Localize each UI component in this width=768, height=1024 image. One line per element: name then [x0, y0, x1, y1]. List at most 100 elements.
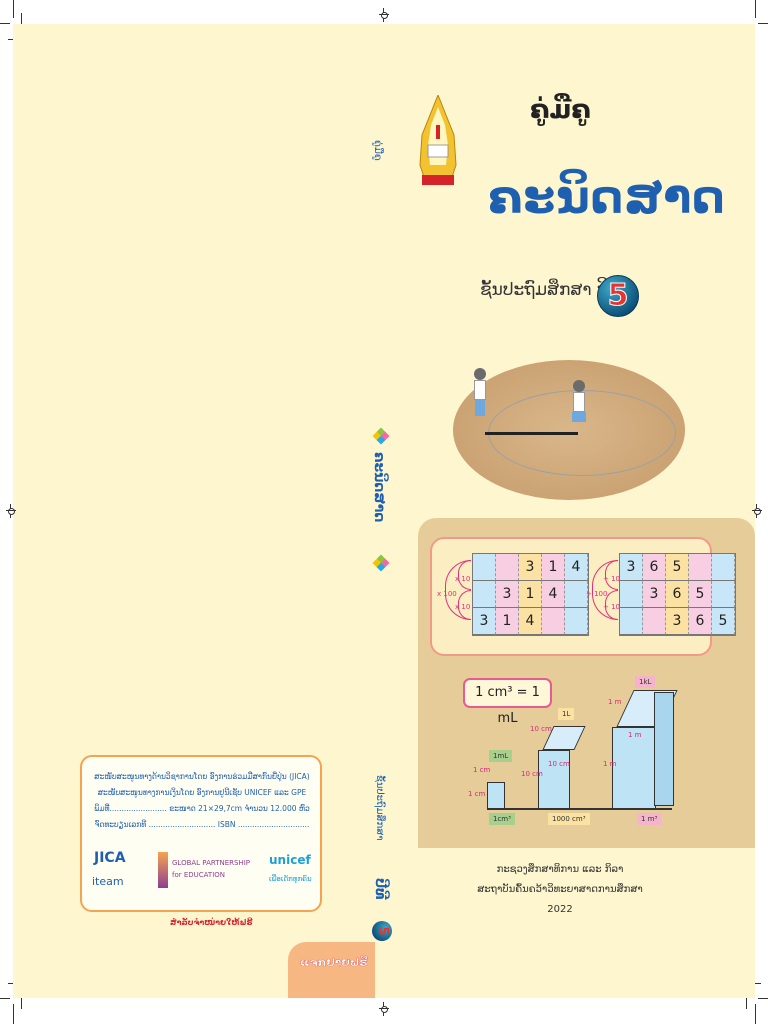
info-line-technical-support: ສະໜັບສະໜູນທາງດ້ານວິຊາການໂດຍ ອົງການຮ່ວມມື… — [94, 772, 310, 781]
dimension-label: 1 m — [628, 731, 642, 739]
grid-cell: 4 — [565, 554, 588, 581]
crop-mark — [13, 1004, 14, 1024]
cube-10cm — [538, 750, 570, 810]
grid-cell — [496, 554, 519, 581]
cube-top-label: 1mL — [489, 750, 513, 762]
grid-cell — [643, 608, 666, 635]
grid-cell: 4 — [519, 608, 542, 635]
grid-cell: 6 — [643, 554, 666, 581]
iteam-logo: iteam — [92, 875, 124, 888]
info-line-print-details: ພິມທີ່........................ ຂະໜາດ 21×… — [94, 804, 310, 813]
unicef-logo: unicef — [269, 853, 311, 867]
grid-cell — [565, 581, 588, 608]
crop-mark — [755, 0, 756, 18]
unicef-tagline: ເພື່ອເດັກທຸກຄົນ — [269, 875, 312, 883]
volume-formula: 1 cm³ = 1 mL — [463, 678, 552, 726]
crop-mark — [13, 0, 14, 18]
cube-1m-side — [654, 692, 674, 806]
dimension-label: 10 cm — [548, 760, 570, 768]
grid-cell: 3 — [643, 581, 666, 608]
crop-mark — [21, 13, 22, 29]
grade-level-text: ຊັ້ນປະຖົມສຶກສາ ປີທີ — [480, 280, 619, 300]
arc-label: ÷ 10 — [603, 603, 620, 611]
spine-grade-word: ປີທີ — [372, 878, 388, 900]
jica-logo: JICA — [94, 850, 126, 866]
ministry-name: ກະຊວງສຶກສາທິການ ແລະ ກິລາ — [496, 864, 624, 875]
publication-year: 2022 — [547, 904, 573, 915]
teacher-guide-label: ຄູ່ມືຄູ — [530, 95, 591, 125]
arc-label: ÷ 100 — [586, 590, 608, 598]
arc-label: x 10 — [455, 575, 471, 583]
ministry-emblem-icon — [419, 95, 457, 185]
registration-mark-icon — [752, 504, 762, 518]
crop-mark — [21, 993, 22, 1009]
grid-cell: 5 — [689, 581, 712, 608]
cube-top-label: 1L — [558, 708, 575, 720]
publisher-block: ກະຊວງສຶກສາທິການ ແລະ ກິລາ ສະຖາບັນຄົ້ນຄວ້າ… — [460, 860, 660, 920]
grid-cell — [712, 581, 735, 608]
grid-cell — [712, 554, 735, 581]
gpe-logo: GLOBAL PARTNERSHIP for EDUCATION — [172, 859, 251, 879]
grid-cell — [689, 554, 712, 581]
cube-top-label: 1kL — [635, 676, 656, 688]
crop-mark — [8, 39, 17, 40]
arc-label: x 100 — [437, 590, 457, 598]
grade-number-badge: 5 — [597, 275, 639, 317]
grid-cell: 1 — [519, 581, 542, 608]
grid-cell — [565, 608, 588, 635]
dimension-label: 10 cm — [521, 770, 543, 778]
cube-bottom-label: 1000 cm³ — [548, 813, 590, 825]
grid-cell: 6 — [666, 581, 689, 608]
place-value-grid-multiply: 3 1 4 3 1 4 3 1 4 — [472, 553, 589, 636]
gpe-logo-mark — [158, 852, 168, 888]
crop-mark — [755, 1004, 756, 1024]
institute-name: ສະຖາບັນຄົ້ນຄວ້າວິທະຍາສາດການສຶກສາ — [477, 884, 643, 895]
registration-mark-icon — [6, 504, 16, 518]
free-distribution-tab: ແຈກຢາຍຟຣີ — [288, 942, 375, 998]
free-distribution-tab-label: ແຈກຢາຍຟຣີ — [300, 956, 368, 969]
student-crouching-figure — [572, 380, 586, 422]
crop-mark — [0, 998, 10, 999]
book-title: ຄະນິດສາດ — [488, 170, 726, 224]
cube-1m — [612, 727, 656, 810]
dimension-label: 10 cm — [530, 725, 552, 733]
dimension-label: 1 m — [603, 760, 617, 768]
registration-mark-icon — [379, 1002, 389, 1016]
info-line-funding: ສະໜັບສະໜູນທາງການເງິນໂດຍ ອົງການຢູນີເຊັບ U… — [97, 788, 307, 797]
grid-cell: 6 — [689, 608, 712, 635]
cube-baseline — [487, 808, 672, 810]
grid-cell — [542, 608, 565, 635]
grid-cell: 5 — [712, 608, 735, 635]
cube-1cm — [487, 782, 505, 810]
grid-cell: 3 — [473, 608, 496, 635]
crop-mark — [8, 983, 17, 984]
cube-bottom-label: 1 m³ — [637, 813, 662, 825]
measuring-rope — [485, 432, 578, 435]
arc-label: x 10 — [455, 603, 471, 611]
grid-cell — [473, 581, 496, 608]
grid-cell: 4 — [542, 581, 565, 608]
dimension-label: 1 m — [608, 698, 622, 706]
free-distribution-notice: ສຳລັບຈຳໜ່າຍໃຫ້ຟຣີ — [170, 918, 253, 927]
grid-cell: 3 — [496, 581, 519, 608]
crop-mark — [0, 23, 10, 24]
crop-mark — [758, 23, 768, 24]
dimension-label: 1 cm — [468, 790, 486, 798]
grid-cell: 5 — [666, 554, 689, 581]
crop-mark — [752, 983, 761, 984]
grid-cell: 3 — [519, 554, 542, 581]
place-value-grid-divide: 3 6 5 3 6 5 3 6 5 — [619, 553, 736, 636]
student-standing-figure — [474, 368, 486, 416]
printing-info-box: ສະໜັບສະໜູນທາງດ້ານວິຊາການໂດຍ ອົງການຮ່ວມມື… — [80, 755, 322, 912]
crop-mark — [746, 993, 747, 1009]
registration-mark-icon — [379, 8, 389, 22]
dimension-label: 1 cm — [473, 766, 491, 774]
grid-cell — [473, 554, 496, 581]
spine-teacher-guide-label: ຄູ່ມືຄູ — [372, 140, 383, 161]
grid-cell: 1 — [496, 608, 519, 635]
grid-cell: 3 — [620, 554, 643, 581]
grid-cell: 1 — [542, 554, 565, 581]
spine-grade-badge: 5 — [372, 921, 392, 941]
grid-cell — [620, 581, 643, 608]
arc-label: ÷ 10 — [603, 575, 620, 583]
